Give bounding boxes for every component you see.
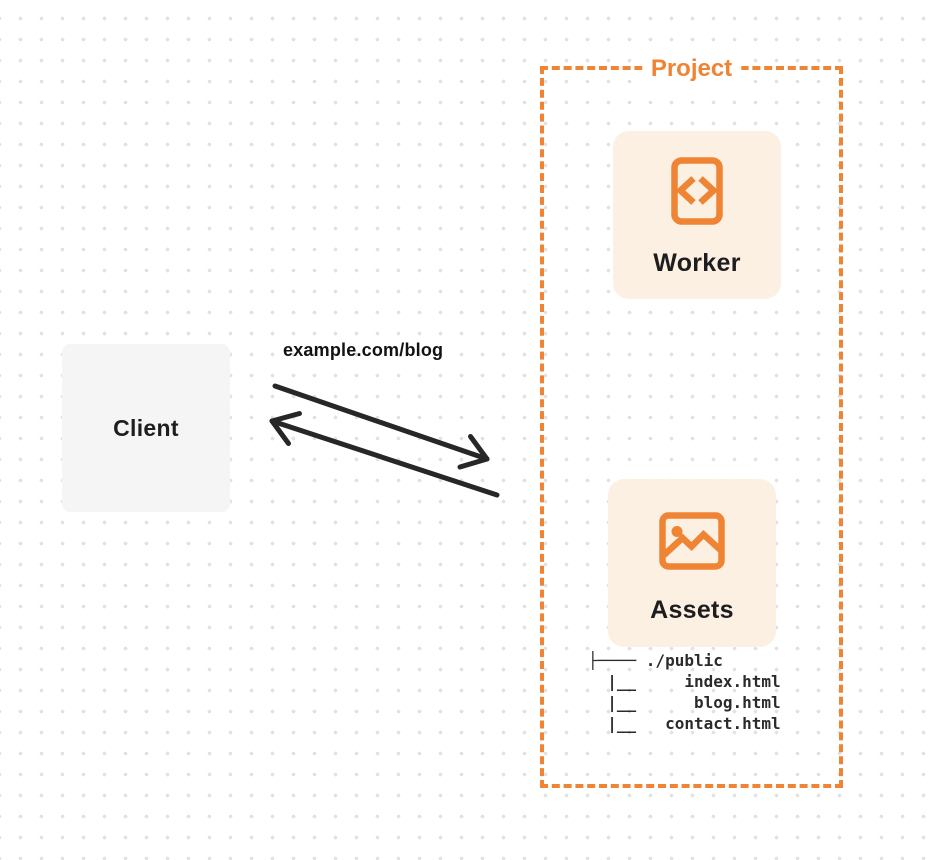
request-arrowhead bbox=[457, 434, 490, 470]
assets-node: Assets bbox=[608, 479, 776, 647]
response-arrow-line bbox=[269, 418, 500, 498]
project-label: Project bbox=[641, 54, 742, 84]
file-tree-entry: |__ contact.html bbox=[588, 714, 781, 733]
client-node: Client bbox=[62, 344, 230, 512]
response-arrowhead bbox=[269, 411, 302, 446]
file-tree-entry: |__ index.html bbox=[588, 672, 781, 691]
file-tree-root: ├──── ./public bbox=[588, 651, 723, 670]
client-label: Client bbox=[113, 414, 179, 441]
request-url-label: example.com/blog bbox=[283, 340, 444, 360]
worker-label: Worker bbox=[653, 249, 741, 277]
code-file-icon bbox=[671, 157, 723, 225]
image-icon bbox=[659, 512, 725, 570]
worker-node: Worker bbox=[613, 131, 781, 299]
project-boundary: Project Worker Assets ├──── ./public |__… bbox=[540, 54, 843, 788]
file-tree-entry: |__ blog.html bbox=[588, 693, 781, 712]
assets-label: Assets bbox=[650, 596, 734, 624]
assets-file-tree: ├──── ./public |__ index.html |__ blog.h… bbox=[588, 650, 781, 734]
request-arrow-line bbox=[272, 383, 490, 462]
